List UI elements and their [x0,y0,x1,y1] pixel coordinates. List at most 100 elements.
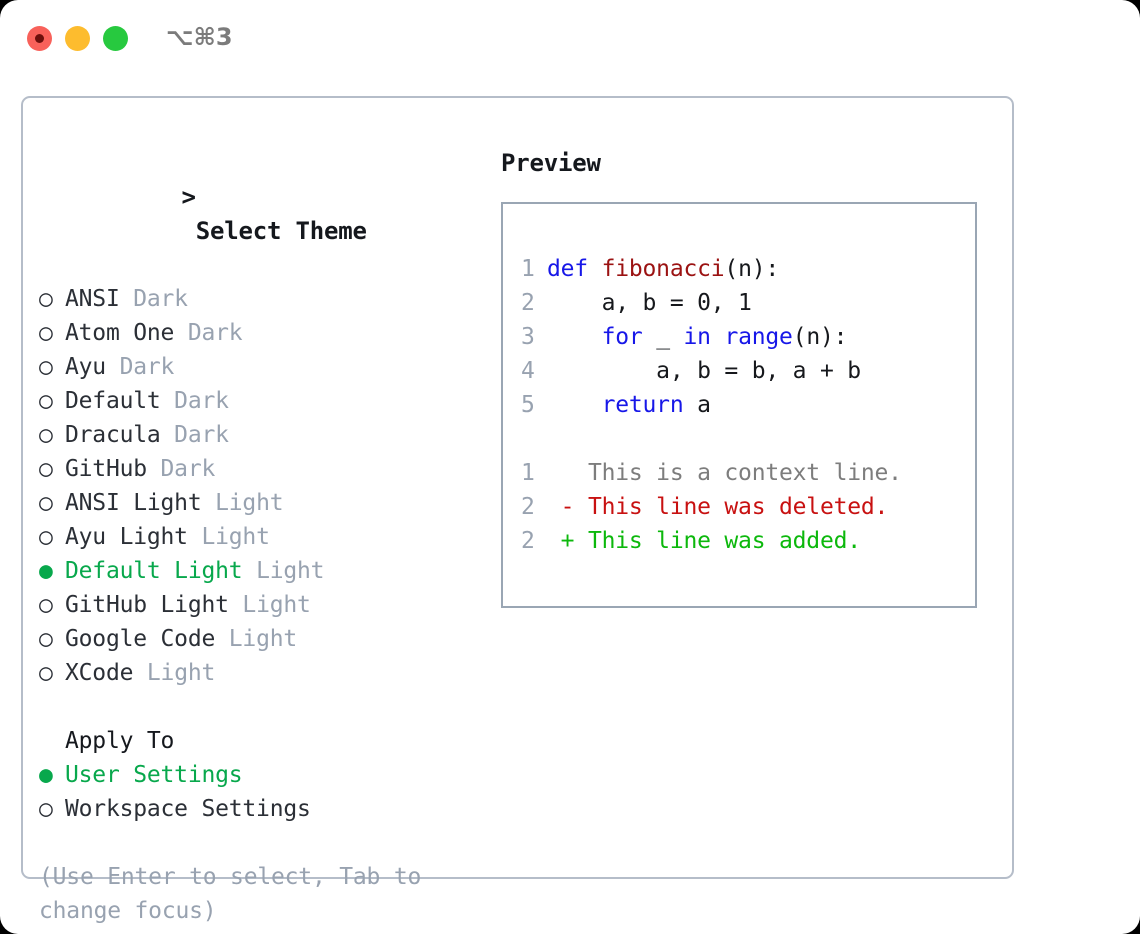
apply-to-option-label: User Settings [65,762,243,788]
theme-option-category: Dark [160,388,229,414]
theme-selector-pane: > Select Theme ○ANSI Dark○Atom One Dark○… [39,146,479,928]
code-line: 1 def fibonacci(n): [521,252,975,286]
theme-option-category: Dark [174,320,243,346]
theme-option-default-light[interactable]: ● Default Light Light [39,554,479,588]
code-token: a, b = b, a + b [547,358,861,384]
radio-unselected-icon: ○ [39,490,53,516]
code-token: in [683,324,711,350]
line-number: 2 [521,528,535,554]
line-number: 2 [521,290,535,316]
line-number: 1 [521,256,535,282]
theme-option-ansi-light[interactable]: ○ ANSI Light Light [39,486,479,520]
theme-list: ○ ANSI Dark ○ Atom One Dark ○ Ayu Dark ○ Defaul… [39,282,479,690]
radio-unselected-icon: ○ [39,456,53,482]
code-diff-spacer [521,422,975,456]
theme-option-ansi[interactable]: ○ ANSI Dark [39,282,479,316]
minimize-button[interactable] [65,26,90,51]
diff-line-add: 2 + This line was added. [521,524,975,558]
theme-option-label: Google Code [65,626,216,652]
keyboard-hint: (Use Enter to select, Tab to change focu… [39,864,422,924]
radio-unselected-icon: ○ [39,320,53,346]
theme-option-github-light[interactable]: ○GitHub Light Light [39,588,479,622]
code-token: (n): [724,256,780,282]
close-button[interactable] [27,26,52,51]
code-line: 3 for _ in range(n): [521,320,975,354]
theme-option-category: Light [215,626,298,652]
code-token: def [547,256,602,282]
page-title: Select Theme [195,217,367,245]
radio-unselected-icon: ○ [39,354,53,380]
theme-list-header: > Select Theme [39,146,479,282]
theme-option-label: Ayu [65,354,106,380]
section-spacer [39,690,479,724]
diff-line-text: + This line was added. [547,528,861,554]
code-token: fibonacci [601,256,725,282]
code-token [711,324,725,350]
diff-line-text: - This line was deleted. [547,494,889,520]
diff-sample: 1 This is a context line. 2 - This line w… [521,456,975,558]
code-token: (n): [792,324,848,350]
apply-to-list: ● User Settings ○ Workspace Settings [39,758,479,826]
code-token: a, b = 0, 1 [547,290,752,316]
preview-title: Preview [501,149,601,177]
theme-option-category: Dark [146,456,216,482]
theme-option-default[interactable]: ○ Default Dark [39,384,479,418]
line-number: 3 [521,324,535,350]
theme-option-ayu[interactable]: ○ Ayu Dark [39,350,479,384]
radio-unselected-icon: ○ [39,660,53,686]
radio-unselected-icon: ○ [39,592,53,618]
keyboard-shortcut-label: ⌥⌘3 [166,23,233,51]
radio-unselected-icon: ○ [39,388,53,414]
apply-to-option-workspace-settings[interactable]: ○ Workspace Settings [39,792,479,826]
theme-option-atom-one[interactable]: ○ Atom One Dark [39,316,479,350]
theme-option-label: Dracula [65,422,161,448]
radio-unselected-icon: ○ [39,796,53,822]
theme-option-category: Dark [105,354,175,380]
theme-option-label: Default Light [65,558,243,584]
theme-option-label: XCode [65,660,134,686]
theme-option-ayu-light[interactable]: ○Ayu Light Light [39,520,479,554]
line-number: 5 [521,392,535,418]
radio-selected-icon: ● [39,558,53,584]
theme-option-google-code[interactable]: ○ Google Code Light [39,622,479,656]
theme-option-label: Atom One [65,320,175,346]
theme-option-category: Dark [119,286,188,312]
zoom-button[interactable] [103,26,128,51]
theme-option-github[interactable]: ○GitHub Dark [39,452,479,486]
code-token: range [724,324,793,350]
radio-unselected-icon: ○ [39,286,53,312]
radio-unselected-icon: ○ [39,626,53,652]
code-token: a [683,392,711,418]
theme-option-dracula[interactable]: ○Dracula Dark [39,418,479,452]
radio-selected-icon: ● [39,762,53,788]
theme-option-label: Ayu Light [65,524,188,550]
apply-to-option-user-settings[interactable]: ● User Settings [39,758,479,792]
line-number: 4 [521,358,535,384]
theme-option-category: Light [133,660,216,686]
diff-line-text: This is a context line. [547,460,902,486]
diff-line-del: 2 - This line was deleted. [521,490,975,524]
code-token: for [601,324,643,350]
theme-option-label: GitHub Light [65,592,229,618]
dialog-frame: > Select Theme ○ANSI Dark○Atom One Dark○… [21,96,1014,924]
code-line: 5 return a [521,388,975,422]
code-token [547,324,602,350]
theme-option-category: Light [242,558,325,584]
theme-option-label: ANSI [65,286,120,312]
theme-option-xcode[interactable]: ○ XCode Light [39,656,479,690]
window-controls [27,26,128,51]
line-number: 2 [521,494,535,520]
radio-unselected-icon: ○ [39,422,53,448]
apply-to-option-label: Workspace Settings [65,796,311,822]
theme-option-category: Light [201,490,284,516]
title-bar: ⌥⌘3 [0,0,1140,78]
code-token [547,392,602,418]
theme-option-label: ANSI Light [65,490,202,516]
code-token: return [601,392,684,418]
line-number: 1 [521,460,535,486]
theme-option-label: Default [65,388,161,414]
